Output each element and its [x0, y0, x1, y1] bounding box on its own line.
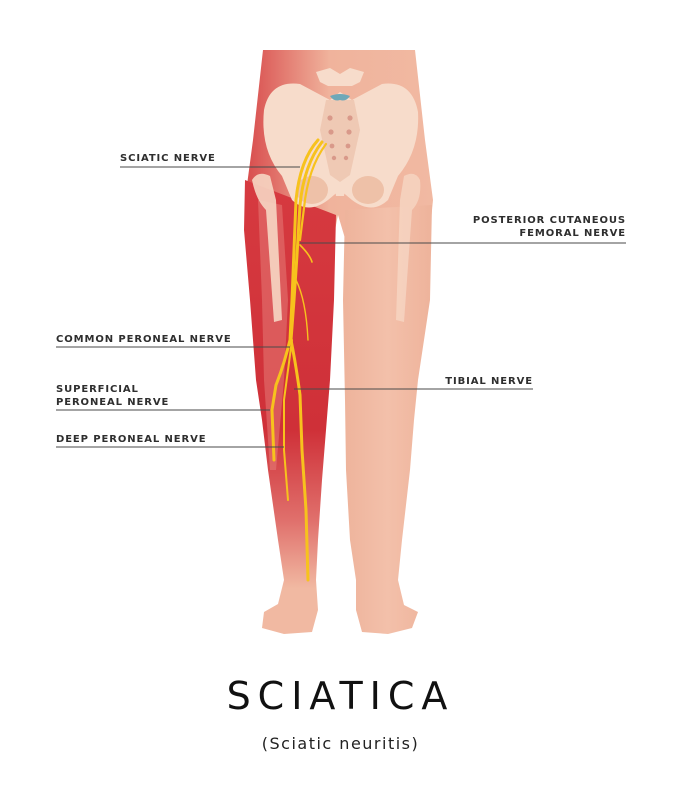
label-sciatic-nerve: SCIATIC NERVE [120, 153, 216, 164]
label-posterior-cutaneous-femoral-nerve: POSTERIOR CUTANEOUS FEMORAL NERVE [440, 214, 626, 240]
left-leg [244, 180, 336, 634]
page-title: SCIATICA [226, 674, 455, 718]
coccyx [334, 182, 346, 196]
label-posterior-cutaneous-line2: FEMORAL NERVE [519, 228, 626, 239]
label-common-peroneal-nerve: COMMON PERONEAL NERVE [56, 334, 232, 345]
sacral-foramina [327, 115, 353, 161]
label-superficial-peroneal-line1: SUPERFICIAL [56, 384, 139, 395]
left-leg-highlight [258, 200, 288, 470]
label-tibial-nerve: TIBIAL NERVE [445, 376, 533, 387]
label-superficial-peroneal-line2: PERONEAL NERVE [56, 397, 170, 408]
label-posterior-cutaneous-line1: POSTERIOR CUTANEOUS [472, 215, 626, 226]
right-hip-socket [352, 176, 384, 204]
label-deep-peroneal-nerve: DEEP PERONEAL NERVE [56, 434, 207, 445]
right-leg [343, 205, 432, 634]
right-femur [396, 173, 421, 322]
lumbar-vertebra [316, 68, 364, 86]
nerve-paths [270, 138, 328, 582]
label-superficial-peroneal-nerve: SUPERFICIAL PERONEAL NERVE [56, 383, 169, 409]
leader-lines [56, 166, 626, 448]
intervertebral-disc [330, 94, 350, 101]
left-femur [252, 173, 282, 322]
page-subtitle: (Sciatic neuritis) [261, 734, 420, 753]
